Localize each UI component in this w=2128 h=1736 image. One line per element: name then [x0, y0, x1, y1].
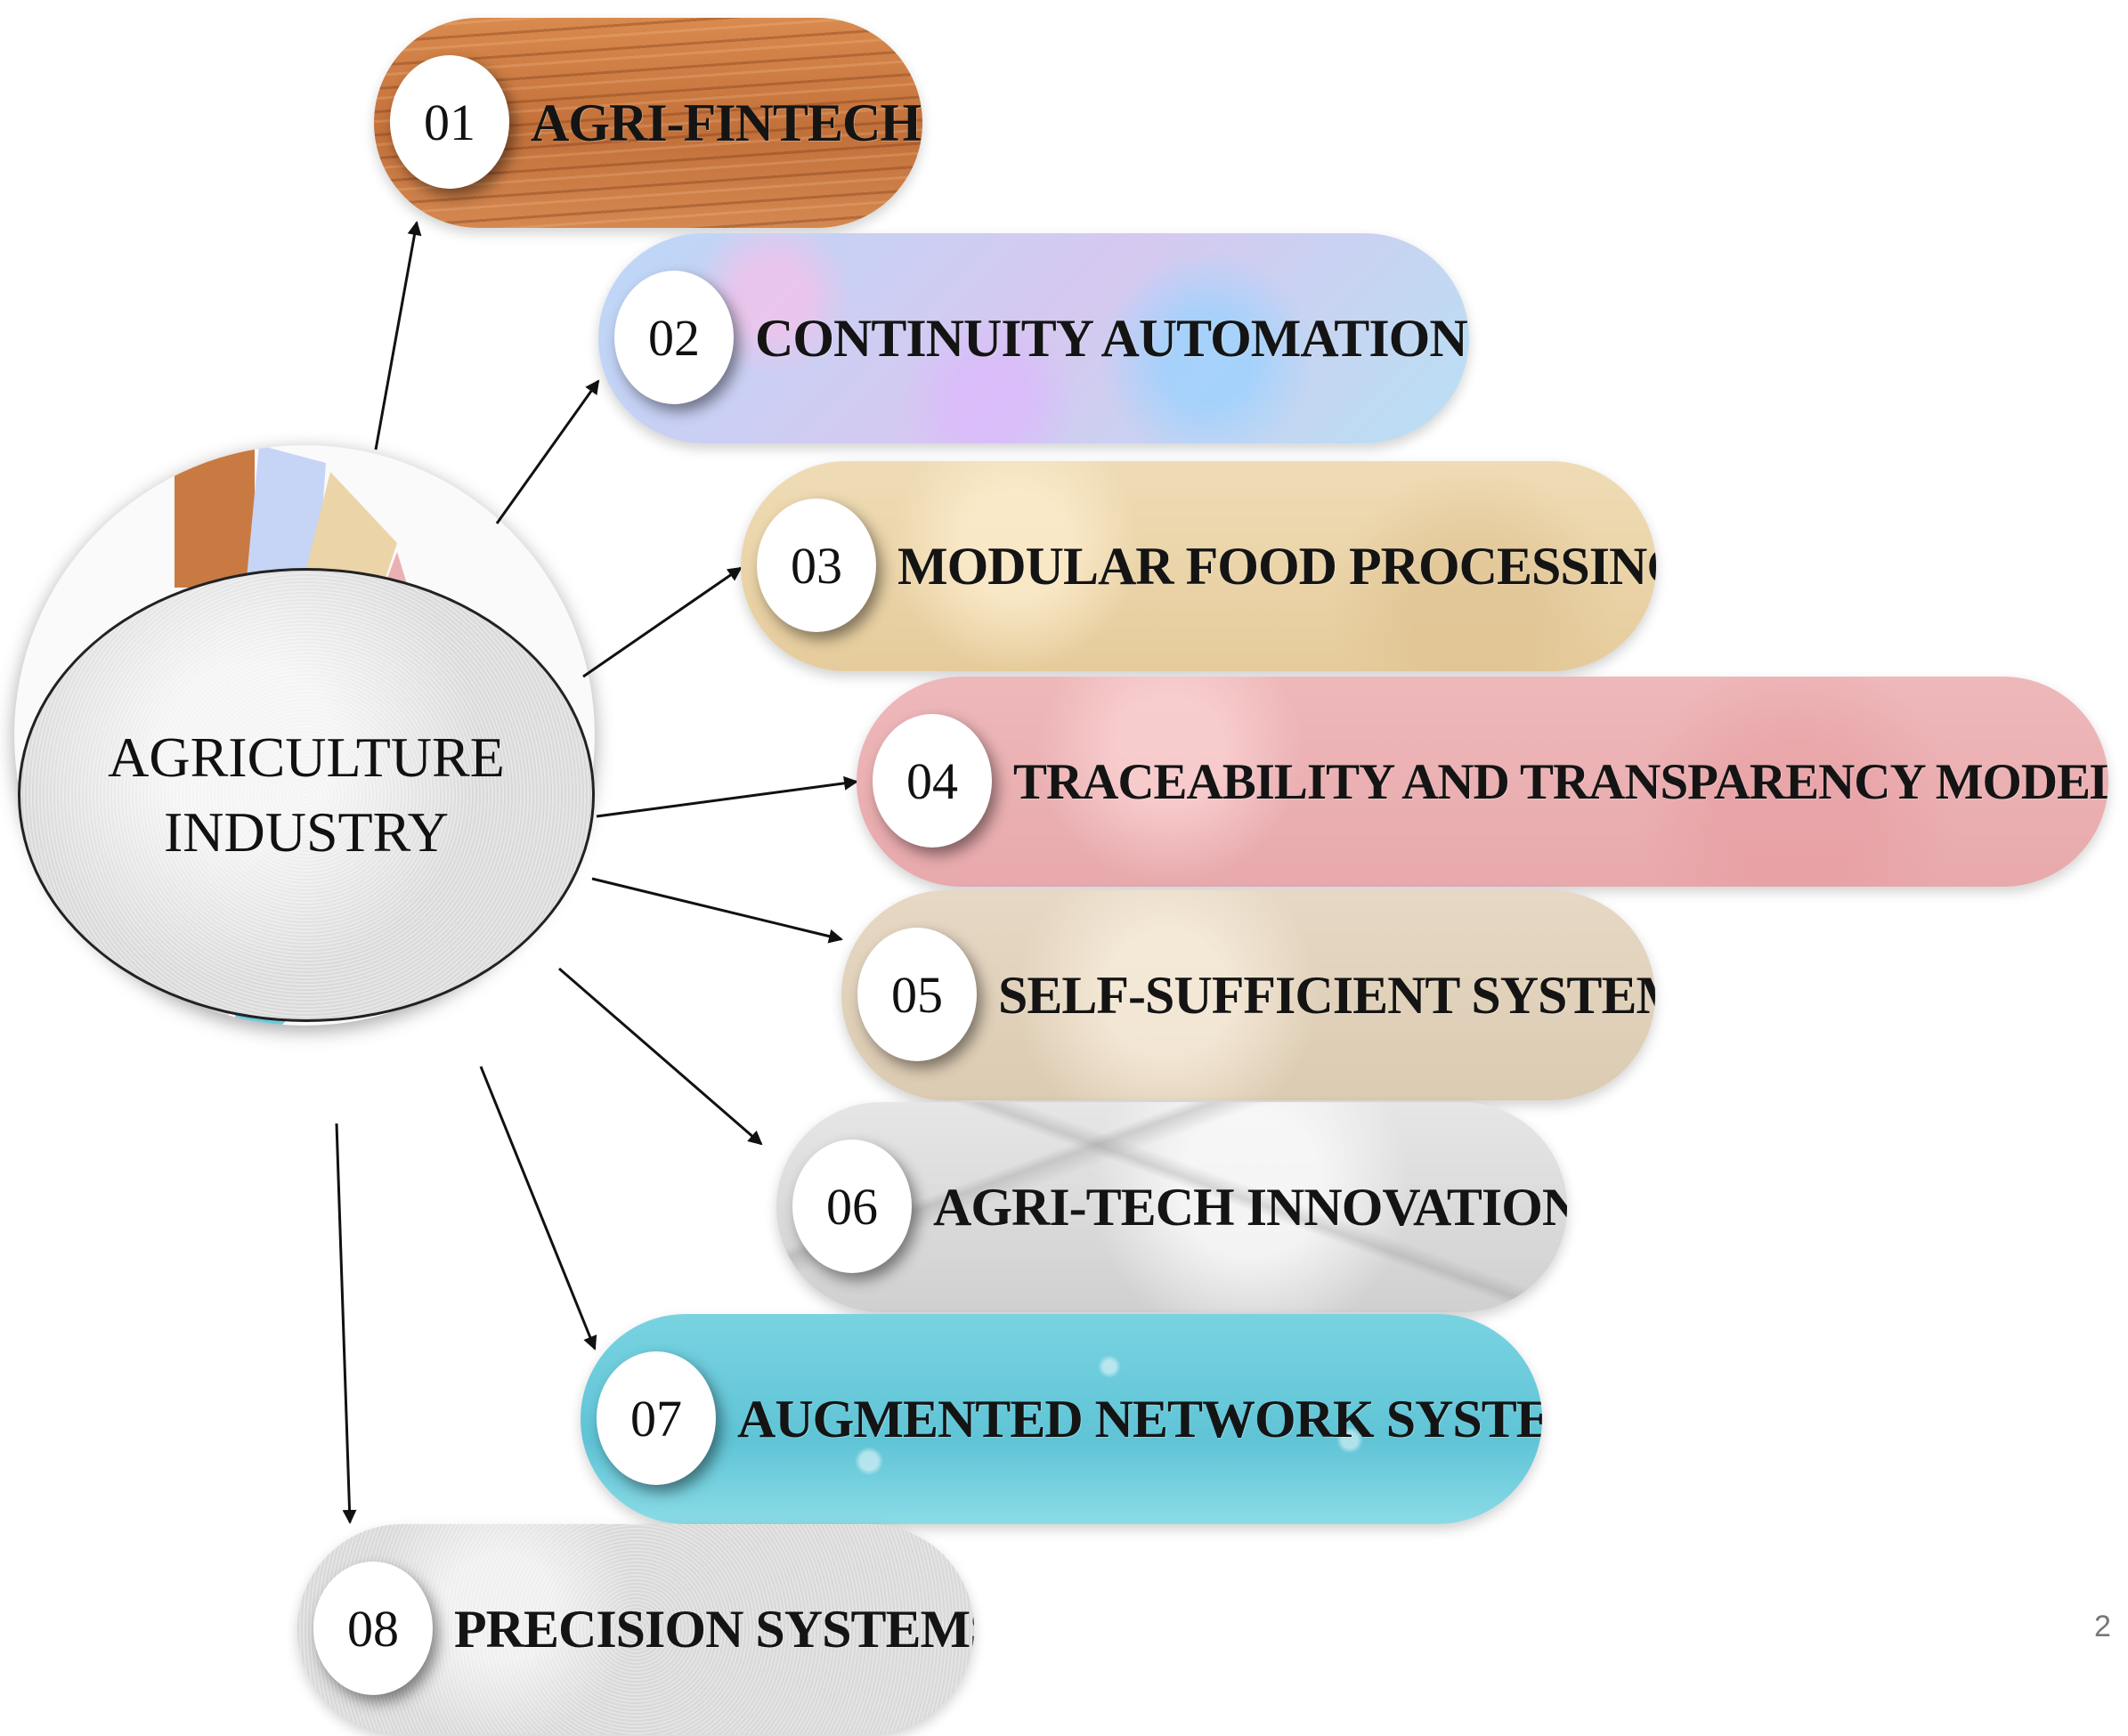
- node-05-label: SELF-SUFFICIENT SYSTEMS: [998, 965, 1655, 1025]
- node-06-number: 06: [792, 1140, 912, 1273]
- node-05: 05 SELF-SUFFICIENT SYSTEMS: [841, 890, 1655, 1100]
- arrow-to-08: [335, 1123, 357, 1524]
- node-01-number: 01: [390, 55, 509, 189]
- arrow-to-06: [558, 967, 763, 1146]
- node-04-number: 04: [873, 714, 992, 848]
- node-08-label: PRECISION SYSTEMS: [454, 1599, 974, 1659]
- arrow-to-05: [591, 877, 843, 944]
- node-06: 06 AGRI-TECH INNOVATIONS: [776, 1102, 1567, 1312]
- node-01: 01 AGRI-FINTECH: [374, 18, 922, 228]
- node-02: 02 CONTINUITY AUTOMATION: [598, 233, 1469, 443]
- node-04-label: TRACEABILITY AND TRANSPARENCY MODEL: [1013, 753, 2108, 810]
- node-07-label: AUGMENTED NETWORK SYSTEM: [737, 1389, 1542, 1448]
- node-03-label: MODULAR FOOD PROCESSING: [897, 536, 1656, 596]
- node-08-number: 08: [313, 1562, 433, 1695]
- arrow-to-02: [495, 379, 600, 524]
- center-label-line-1: AGRICULTURE: [108, 726, 505, 789]
- arrow-to-07: [479, 1066, 597, 1351]
- node-01-label: AGRI-FINTECH: [531, 93, 922, 152]
- center-label: AGRICULTURE INDUSTRY: [18, 568, 595, 1022]
- arrow-to-04: [596, 775, 858, 818]
- page-number: 2: [2094, 1610, 2111, 1643]
- node-03: 03 MODULAR FOOD PROCESSING: [741, 461, 1656, 671]
- node-05-number: 05: [857, 928, 977, 1061]
- arrow-to-01: [374, 221, 422, 450]
- node-07-number: 07: [597, 1351, 716, 1485]
- arrow-to-03: [582, 566, 743, 678]
- node-03-number: 03: [757, 499, 876, 632]
- node-04: 04 TRACEABILITY AND TRANSPARENCY MODEL: [857, 677, 2108, 887]
- wedge-pastel: [246, 445, 326, 588]
- node-06-label: AGRI-TECH INNOVATIONS: [933, 1177, 1567, 1237]
- node-08: 08 PRECISION SYSTEMS: [297, 1524, 974, 1734]
- wedge-wood: [175, 445, 255, 588]
- center-label-line-2: INDUSTRY: [163, 800, 450, 864]
- node-02-number: 02: [614, 271, 734, 404]
- node-02-label: CONTINUITY AUTOMATION: [755, 308, 1468, 368]
- node-07: 07 AUGMENTED NETWORK SYSTEM: [581, 1314, 1542, 1524]
